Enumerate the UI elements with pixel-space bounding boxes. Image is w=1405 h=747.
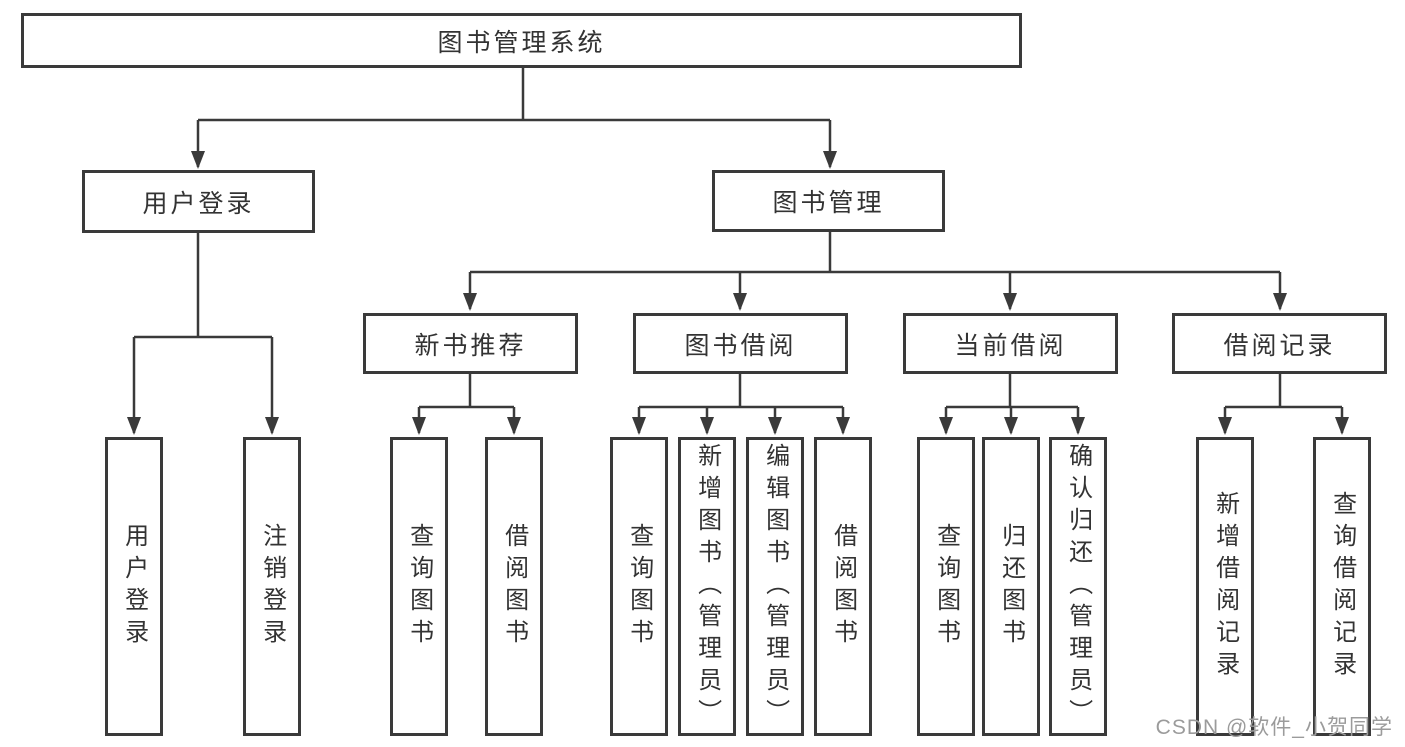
leaf-cb-return-books-label: 归还图书 — [997, 522, 1025, 651]
node-root-system: 图书管理系统 — [21, 13, 1022, 68]
leaf-user-login-label: 用户登录 — [120, 522, 148, 651]
node-root-label: 图书管理系统 — [437, 28, 606, 57]
wire-root-split — [198, 68, 830, 122]
leaf-bb-add-books-admin-label: 新增图书（管理员） — [693, 442, 721, 731]
leaf-cb-search-books-label: 查询图书 — [932, 522, 960, 651]
leaf-bb-add-books-admin: 新增图书（管理员） — [678, 437, 736, 736]
leaf-bb-edit-books-admin-label: 编辑图书（管理员） — [761, 442, 789, 731]
wire-borrow-records-split — [1225, 374, 1342, 409]
leaf-nb-search-books: 查询图书 — [390, 437, 448, 736]
node-book-management-label: 图书管理 — [772, 189, 885, 217]
leaf-br-add-record-label: 新增借阅记录 — [1211, 490, 1239, 683]
leaf-cb-confirm-return-admin: 确认归还（管理员） — [1049, 437, 1107, 736]
node-new-book-recommend-label: 新书推荐 — [414, 331, 527, 360]
leaf-user-login: 用户登录 — [105, 437, 163, 736]
node-book-borrowing-label: 图书借阅 — [684, 331, 797, 360]
wire-new-books-split — [419, 374, 514, 409]
csdn-watermark: CSDN @软件_小贺同学 — [1155, 716, 1393, 739]
node-borrowing-records: 借阅记录 — [1172, 313, 1387, 374]
node-user-login-label: 用户登录 — [142, 189, 255, 218]
leaf-logout-label: 注销登录 — [258, 522, 286, 651]
leaf-br-search-record: 查询借阅记录 — [1313, 437, 1371, 736]
leaf-br-search-record-label: 查询借阅记录 — [1328, 490, 1356, 683]
wire-user-login-split — [134, 233, 272, 339]
leaf-nb-borrow-books-label: 借阅图书 — [500, 522, 528, 651]
node-user-login: 用户登录 — [82, 170, 315, 233]
leaf-bb-edit-books-admin: 编辑图书（管理员） — [746, 437, 804, 736]
leaf-bb-borrow-books: 借阅图书 — [814, 437, 872, 736]
leaf-br-add-record: 新增借阅记录 — [1196, 437, 1254, 736]
leaf-bb-borrow-books-label: 借阅图书 — [829, 522, 857, 651]
leaf-cb-search-books: 查询图书 — [917, 437, 975, 736]
node-book-borrowing: 图书借阅 — [633, 313, 848, 374]
node-book-management: 图书管理 — [712, 170, 945, 232]
leaf-bb-search-books: 查询图书 — [610, 437, 668, 736]
node-new-book-recommend: 新书推荐 — [363, 313, 578, 374]
node-current-borrowing: 当前借阅 — [903, 313, 1118, 374]
wire-book-borrow-split — [639, 374, 843, 409]
wire-current-borrow-split — [946, 374, 1078, 409]
node-borrowing-records-label: 借阅记录 — [1223, 331, 1336, 360]
leaf-bb-search-books-label: 查询图书 — [625, 522, 653, 651]
leaf-logout: 注销登录 — [243, 437, 301, 736]
leaf-cb-return-books: 归还图书 — [982, 437, 1040, 736]
leaf-nb-borrow-books: 借阅图书 — [485, 437, 543, 736]
leaf-cb-confirm-return-admin-label: 确认归还（管理员） — [1064, 442, 1092, 731]
node-current-borrowing-label: 当前借阅 — [954, 331, 1067, 360]
wire-book-mgmt-split — [470, 232, 1280, 274]
leaf-nb-search-books-label: 查询图书 — [405, 522, 433, 651]
